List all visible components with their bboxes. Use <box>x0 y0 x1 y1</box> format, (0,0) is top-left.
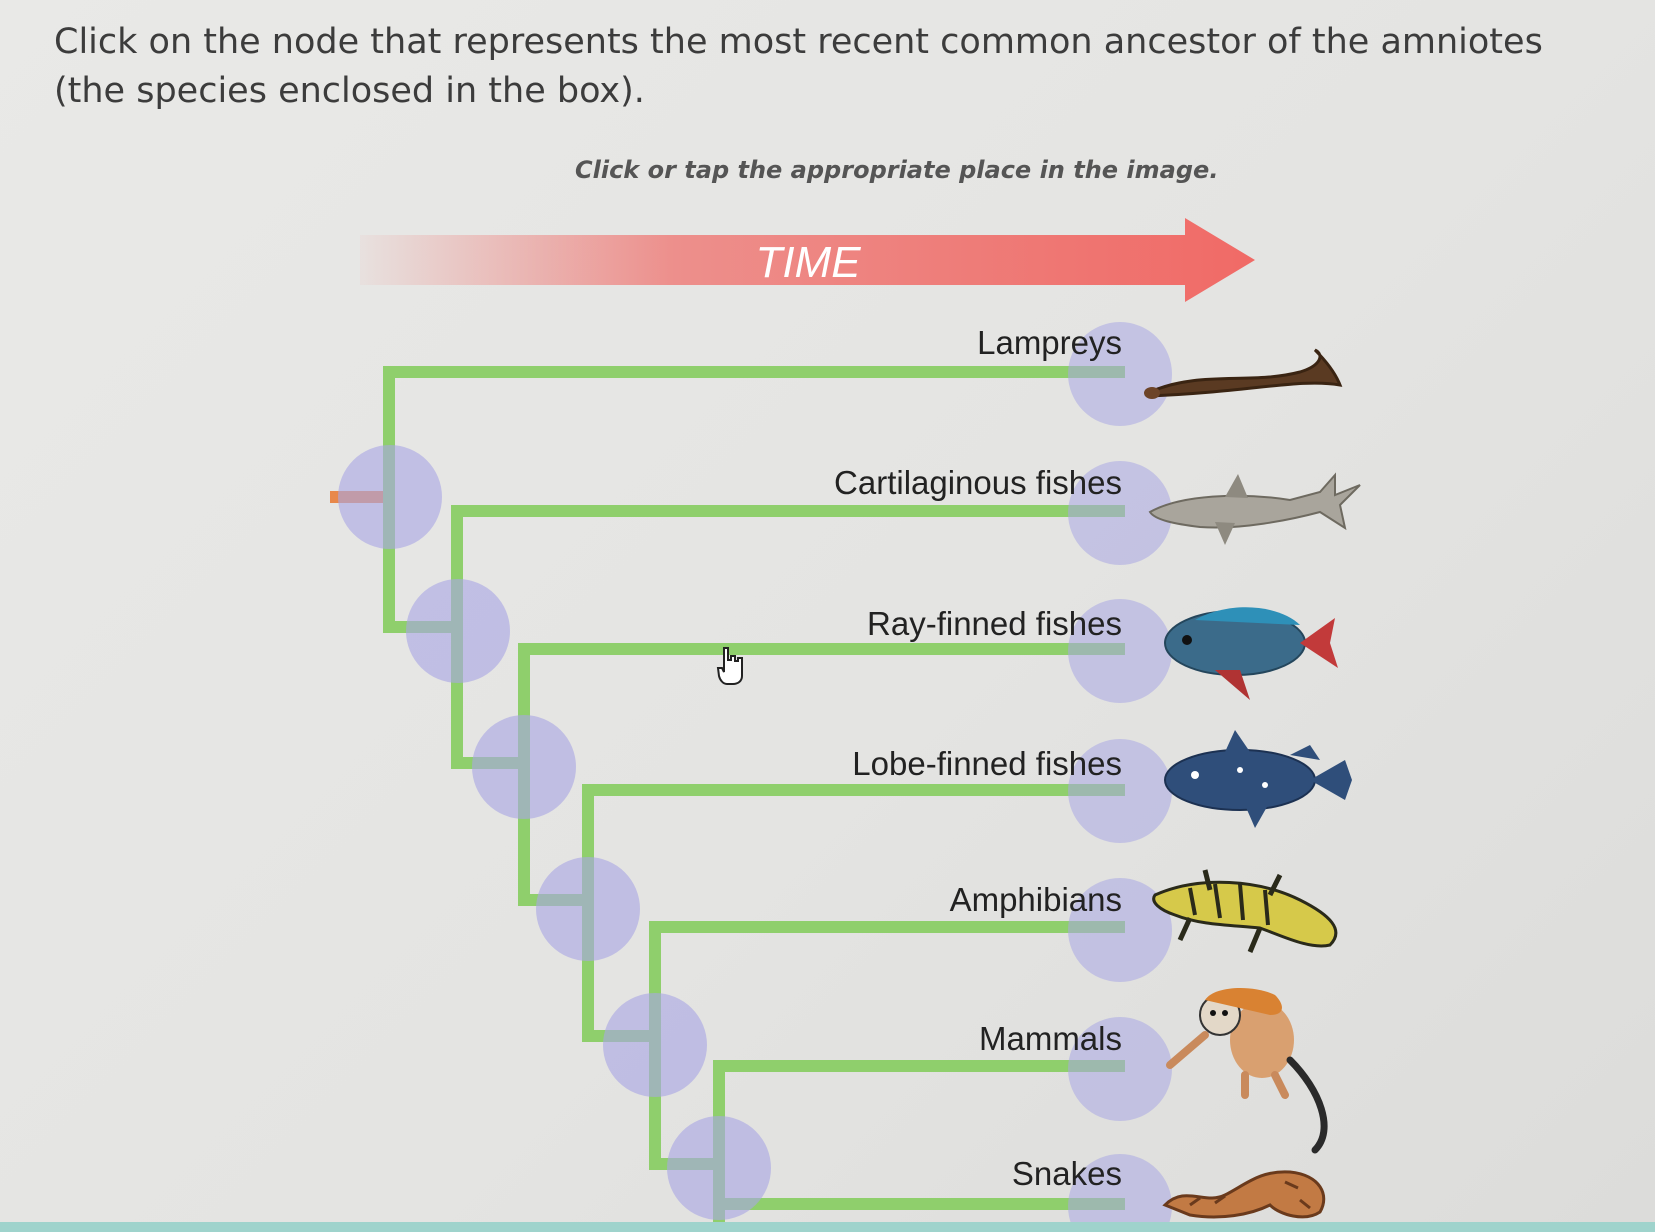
ray-finned-fish-icon <box>1164 607 1338 700</box>
node-gnathostomes[interactable] <box>406 579 510 683</box>
taxon-labels: Lampreys Cartilaginous fishes Ray-finned… <box>834 324 1122 1192</box>
question-text: Click on the node that represents the mo… <box>54 22 1543 111</box>
pointer-hand-icon <box>716 647 743 685</box>
taxon-label-snakes: Snakes <box>1012 1155 1122 1192</box>
tip-node-ray-finned-fishes[interactable] <box>1068 599 1172 703</box>
instruction-text: Click or tap the appropriate place in th… <box>575 156 1219 184</box>
snake-icon <box>1162 1170 1326 1219</box>
taxon-label-lampreys: Lampreys <box>977 324 1122 361</box>
time-arrow: TIME <box>360 218 1255 302</box>
node-amniotes[interactable] <box>667 1116 771 1220</box>
tip-node-amphibians[interactable] <box>1068 878 1172 982</box>
taxon-label-ray-finned-fishes: Ray-finned fishes <box>867 605 1122 642</box>
time-label: TIME <box>755 238 861 287</box>
node-root[interactable] <box>338 445 442 549</box>
taxon-label-cartilaginous-fishes: Cartilaginous fishes <box>834 464 1122 501</box>
tip-node-mammals[interactable] <box>1068 1017 1172 1121</box>
node-sarcopterygii[interactable] <box>536 857 640 961</box>
monkey-icon <box>1166 988 1328 1154</box>
internal-nodes <box>338 445 771 1220</box>
node-osteichthyes[interactable] <box>472 715 576 819</box>
taxon-label-lobe-finned-fishes: Lobe-finned fishes <box>852 745 1122 782</box>
tip-node-lobe-finned-fishes[interactable] <box>1068 739 1172 843</box>
tip-node-lampreys[interactable] <box>1068 322 1172 426</box>
salamander-icon <box>1152 869 1338 953</box>
taxon-label-mammals: Mammals <box>979 1020 1122 1057</box>
bottom-bar <box>0 1222 1655 1232</box>
tip-nodes <box>1068 322 1172 1222</box>
taxon-label-amphibians: Amphibians <box>950 881 1122 918</box>
tip-node-snakes[interactable] <box>1068 1154 1172 1222</box>
shark-icon <box>1148 472 1361 545</box>
coelacanth-icon <box>1164 730 1352 828</box>
node-tetrapods[interactable] <box>603 993 707 1097</box>
tip-node-cartilaginous-fishes[interactable] <box>1068 461 1172 565</box>
lamprey-icon <box>1144 348 1343 399</box>
